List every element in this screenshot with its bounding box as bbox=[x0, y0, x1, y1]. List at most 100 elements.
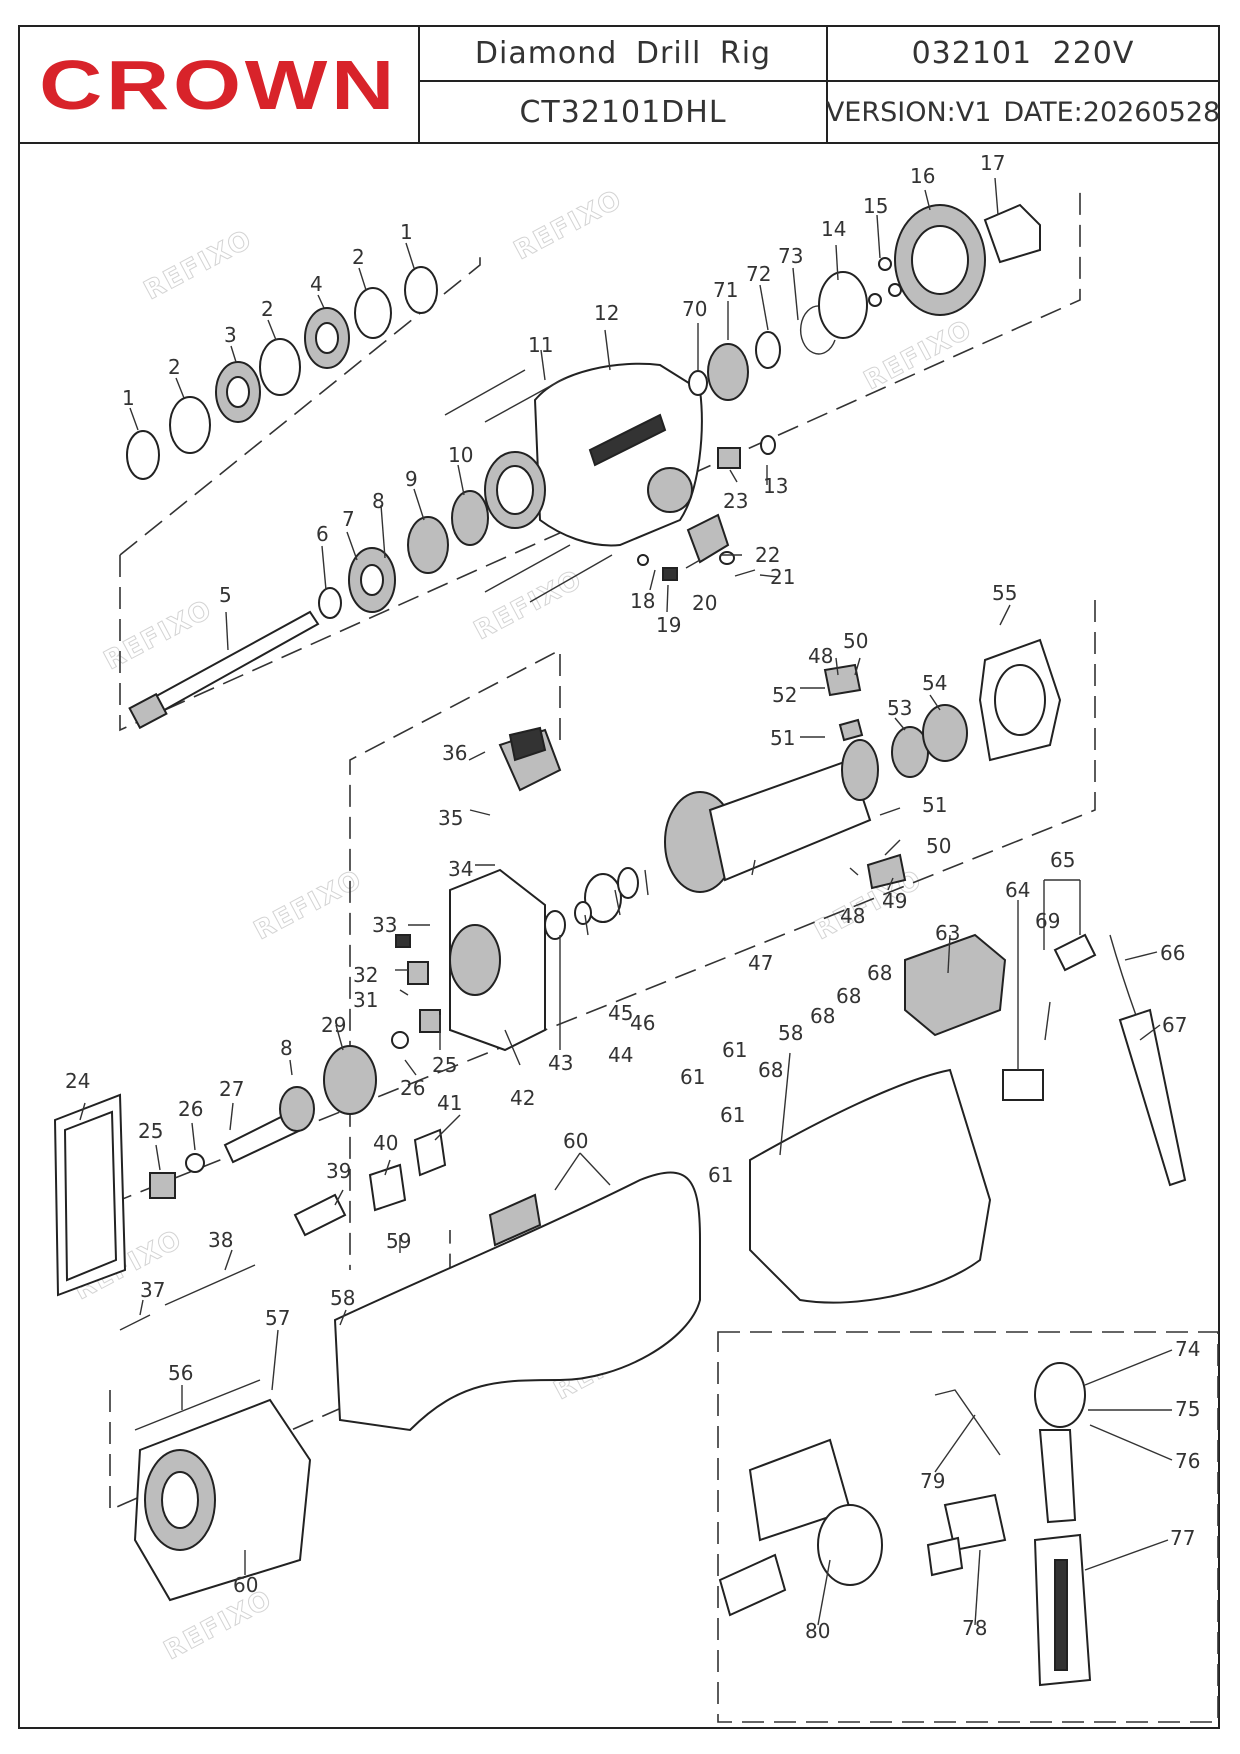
part-label: 49 bbox=[882, 889, 907, 913]
product-title: Diamond Drill Rig bbox=[420, 27, 828, 82]
part-label: 69 bbox=[1035, 909, 1060, 933]
gear-train bbox=[688, 203, 1041, 401]
part-label: 57 bbox=[265, 1306, 290, 1330]
bearings-rings bbox=[126, 266, 489, 619]
part-label: 29 bbox=[321, 1013, 346, 1037]
part-label: 40 bbox=[373, 1131, 398, 1155]
part-label: 11 bbox=[528, 333, 553, 357]
part-label: 41 bbox=[437, 1091, 462, 1115]
part-label: 51 bbox=[770, 726, 795, 750]
drawing-sheet: CROWN Diamond Drill Rig 032101 220V CT32… bbox=[18, 25, 1220, 1729]
part-label: 26 bbox=[400, 1076, 425, 1100]
watermark: REFIXO bbox=[139, 224, 258, 306]
part-label: 20 bbox=[692, 591, 717, 615]
part-label: 18 bbox=[630, 589, 655, 613]
part-label: 6 bbox=[316, 522, 329, 546]
part-label: 71 bbox=[713, 278, 738, 302]
part-label: 39 bbox=[326, 1159, 351, 1183]
version-label: VERSION:V1 bbox=[825, 96, 992, 128]
watermark: REFIXO bbox=[99, 594, 218, 676]
part-label: 25 bbox=[432, 1053, 457, 1077]
part-label: 14 bbox=[821, 217, 846, 241]
brand-logo: CROWN bbox=[39, 45, 399, 124]
small-parts-18-23 bbox=[637, 435, 776, 581]
part-label: 24 bbox=[65, 1069, 90, 1093]
gearbox-outline bbox=[119, 185, 1081, 732]
watermark: REFIXO bbox=[509, 184, 628, 266]
part-label: 51 bbox=[922, 793, 947, 817]
part-label: 68 bbox=[758, 1058, 783, 1082]
part-label: 56 bbox=[168, 1361, 193, 1385]
part-label: 80 bbox=[805, 1619, 830, 1643]
part-label: 65 bbox=[1050, 848, 1075, 872]
part-label: 73 bbox=[778, 244, 803, 268]
part-label: 59 bbox=[386, 1229, 411, 1253]
part-label: 9 bbox=[405, 467, 418, 491]
part-label: 61 bbox=[720, 1103, 745, 1127]
part-label: 72 bbox=[746, 262, 771, 286]
part-label: 19 bbox=[656, 613, 681, 637]
part-label: 31 bbox=[353, 988, 378, 1012]
part-label: 74 bbox=[1175, 1337, 1200, 1361]
part-label: 35 bbox=[438, 806, 463, 830]
part-label: 52 bbox=[772, 683, 797, 707]
part-label: 60 bbox=[233, 1573, 258, 1597]
part-label: 53 bbox=[887, 696, 912, 720]
part-label: 2 bbox=[168, 355, 181, 379]
motor-outline bbox=[349, 648, 561, 1270]
handle-housings bbox=[333, 1068, 992, 1432]
part-label: 67 bbox=[1162, 1013, 1187, 1037]
stator bbox=[133, 1379, 312, 1602]
title-block: CROWN Diamond Drill Rig 032101 220V CT32… bbox=[20, 27, 1220, 144]
part-label: 68 bbox=[836, 984, 861, 1008]
part-label: 44 bbox=[608, 1043, 633, 1067]
product-code: 032101 220V bbox=[828, 27, 1218, 82]
part-label: 22 bbox=[755, 543, 780, 567]
part-label: 4 bbox=[310, 272, 323, 296]
part-label: 10 bbox=[448, 443, 473, 467]
motor-outline-right bbox=[119, 600, 1096, 1201]
part-label: 76 bbox=[1175, 1449, 1200, 1473]
gearbox-outline-left bbox=[119, 250, 481, 556]
part-label: 12 bbox=[594, 301, 619, 325]
part-label: 16 bbox=[910, 164, 935, 188]
accessories bbox=[718, 1362, 1092, 1687]
part-label: 32 bbox=[353, 963, 378, 987]
part-label: 26 bbox=[178, 1097, 203, 1121]
part-label: 78 bbox=[962, 1616, 987, 1640]
part-label: 77 bbox=[1170, 1526, 1195, 1550]
gearbox-housing bbox=[484, 362, 703, 547]
part-label: 64 bbox=[1005, 878, 1030, 902]
part-label: 8 bbox=[280, 1036, 293, 1060]
part-label: 68 bbox=[810, 1004, 835, 1028]
brand-logo-cell: CROWN bbox=[20, 27, 420, 142]
part-label: 61 bbox=[708, 1163, 733, 1187]
part-label: 43 bbox=[548, 1051, 573, 1075]
part-label: 17 bbox=[980, 151, 1005, 175]
part-label: 3 bbox=[224, 323, 237, 347]
part-label: 48 bbox=[840, 904, 865, 928]
accessories-box bbox=[717, 1331, 1219, 1723]
part-label: 27 bbox=[219, 1077, 244, 1101]
part-label: 79 bbox=[920, 1469, 945, 1493]
model-number: CT32101DHL bbox=[420, 82, 828, 142]
part-label: 42 bbox=[510, 1086, 535, 1110]
part-label: 61 bbox=[722, 1038, 747, 1062]
part-label: 66 bbox=[1160, 941, 1185, 965]
switch-cord-parts bbox=[904, 933, 1187, 1187]
part-label: 55 bbox=[992, 581, 1017, 605]
part-label: 63 bbox=[935, 921, 960, 945]
part-label: 1 bbox=[400, 220, 413, 244]
part-label: 13 bbox=[763, 474, 788, 498]
part-label: 21 bbox=[770, 565, 795, 589]
leader-lines bbox=[79, 177, 1173, 1626]
part-label: 47 bbox=[748, 951, 773, 975]
part-label: 34 bbox=[448, 857, 473, 881]
part-label: 8 bbox=[372, 489, 385, 513]
part-label: 48 bbox=[808, 644, 833, 668]
part-label: 7 bbox=[342, 507, 355, 531]
part-label: 45 bbox=[608, 1001, 633, 1025]
screws-11 bbox=[444, 369, 613, 603]
part-label: 25 bbox=[138, 1119, 163, 1143]
